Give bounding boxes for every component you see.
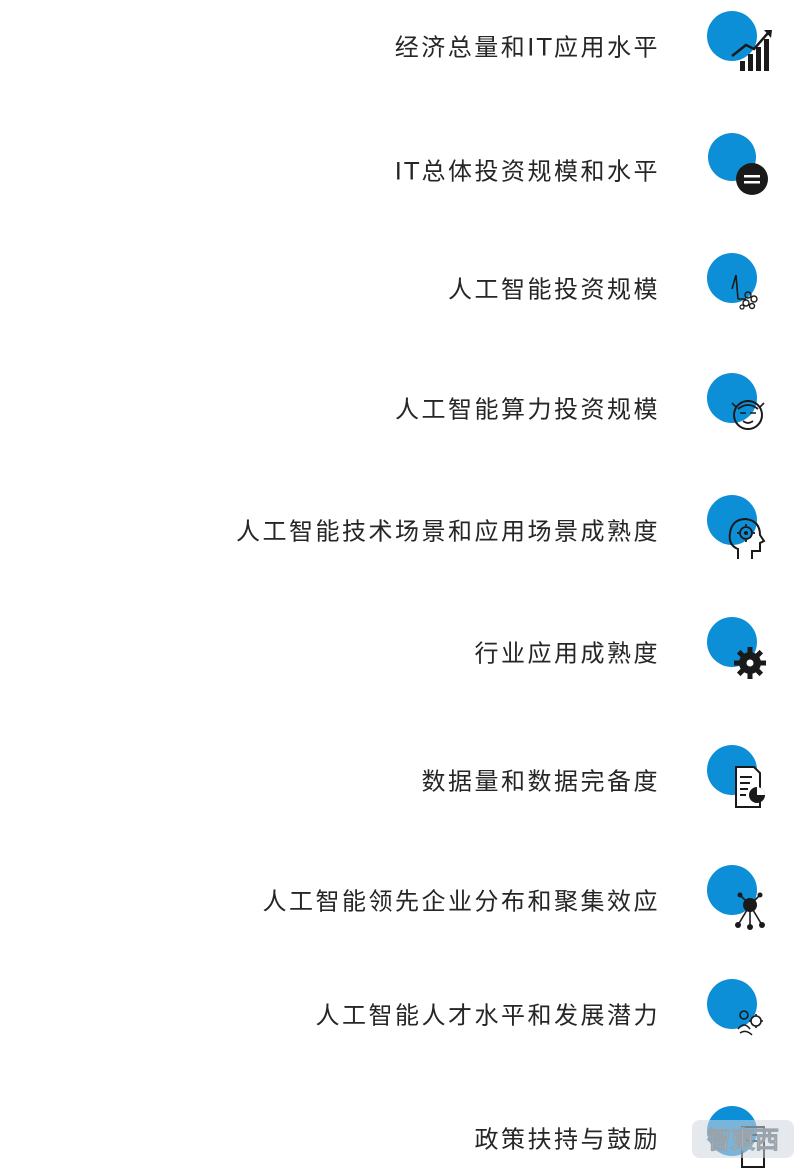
indicator-item: 人工智能领先企业分布和聚集效应 bbox=[0, 864, 800, 934]
indicator-item: 人工智能技术场景和应用场景成熟度 bbox=[0, 494, 800, 564]
indicator-label: 人工智能算力投资规模 bbox=[395, 395, 660, 424]
indicator-item: 数据量和数据完备度 bbox=[0, 744, 800, 814]
indicator-item: IT总体投资规模和水平 bbox=[0, 133, 800, 204]
indicator-label: 数据量和数据完备度 bbox=[421, 767, 660, 796]
document-pie-icon bbox=[702, 745, 782, 813]
watermark-logo: 智東西 bbox=[690, 1112, 796, 1164]
gear-icon bbox=[702, 617, 782, 685]
indicator-item: 人工智能人才水平和发展潜力 bbox=[0, 978, 800, 1048]
indicator-label: IT总体投资规模和水平 bbox=[394, 157, 660, 186]
indicator-label: 人工智能领先企业分布和聚集效应 bbox=[262, 887, 660, 916]
indicator-item: 人工智能投资规模 bbox=[0, 252, 800, 322]
watermark-logo-icon: 智東西 bbox=[692, 1120, 794, 1158]
watermark-text: 智東西 bbox=[707, 1126, 779, 1154]
indicator-item: 政策扶持与鼓励 bbox=[0, 1102, 800, 1172]
indicator-label: 人工智能投资规模 bbox=[448, 275, 660, 304]
people-gear-icon bbox=[702, 979, 782, 1047]
coin-icon bbox=[702, 133, 782, 203]
indicator-label: 行业应用成熟度 bbox=[474, 639, 660, 668]
network-nodes-icon bbox=[702, 865, 782, 933]
indicator-item: 人工智能算力投资规模 bbox=[0, 372, 800, 442]
head-gear-icon bbox=[702, 495, 782, 563]
hand-coins-icon bbox=[702, 253, 782, 321]
bar-chart-growth-icon bbox=[702, 11, 782, 79]
indicator-label: 经济总量和IT应用水平 bbox=[394, 33, 660, 62]
brain-head-icon bbox=[702, 373, 782, 441]
indicator-label: 人工智能人才水平和发展潜力 bbox=[315, 1001, 660, 1030]
indicator-label: 政策扶持与鼓励 bbox=[474, 1125, 660, 1154]
indicator-item: 经济总量和IT应用水平 bbox=[0, 10, 800, 80]
indicator-item: 行业应用成熟度 bbox=[0, 616, 800, 686]
indicator-label: 人工智能技术场景和应用场景成熟度 bbox=[236, 517, 660, 546]
